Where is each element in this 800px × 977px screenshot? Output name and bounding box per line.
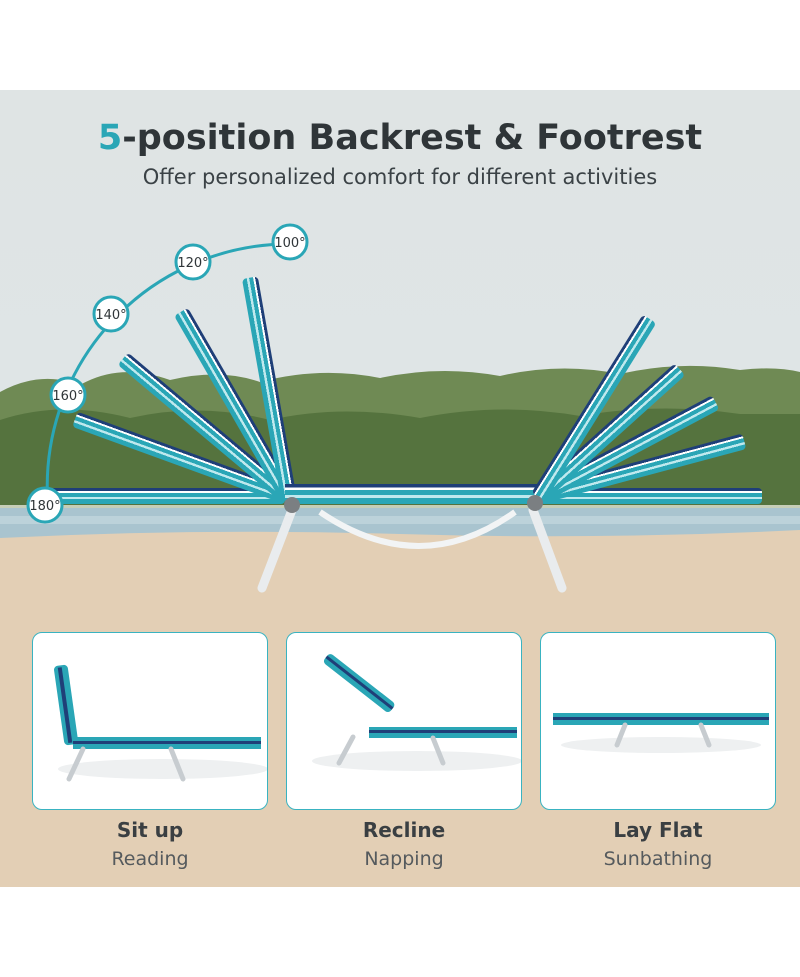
svg-text:180°: 180° — [29, 499, 60, 514]
position-title-lay-flat: Lay Flat — [613, 818, 703, 842]
title-text: -position Backrest & Footrest — [122, 118, 703, 158]
position-title-sit-up: Sit up — [116, 818, 184, 842]
angle-badge-160: 160° — [49, 376, 87, 414]
position-card-sit-up — [32, 632, 268, 810]
angle-badge-140: 140° — [92, 295, 130, 333]
position-card-recline — [286, 632, 522, 810]
position-subtitle-reading: Reading — [111, 848, 189, 870]
svg-text:120°: 120° — [177, 256, 208, 271]
svg-text:100°: 100° — [274, 236, 305, 251]
position-subtitle-napping: Napping — [364, 848, 444, 870]
chair-sit-up-illustration — [54, 664, 267, 782]
svg-text:160°: 160° — [52, 389, 83, 404]
page-title: 5-position Backrest & Footrest — [0, 118, 800, 158]
chair-lay-flat-illustration — [553, 713, 769, 753]
title-accent-number: 5 — [97, 118, 123, 158]
angle-badge-120: 120° — [174, 243, 212, 281]
angle-badges: 100° 120° 140° 160° 180° — [26, 223, 309, 524]
chair-recline-illustration — [312, 654, 521, 771]
position-subtitle-sunbathing: Sunbathing — [603, 848, 713, 870]
svg-text:140°: 140° — [95, 308, 126, 323]
angle-badge-180: 180° — [26, 486, 64, 524]
page-subtitle: Offer personalized comfort for different… — [142, 165, 658, 189]
angle-badge-100: 100° — [271, 223, 309, 261]
position-card-lay-flat — [540, 632, 776, 810]
position-title-recline: Recline — [362, 818, 446, 842]
